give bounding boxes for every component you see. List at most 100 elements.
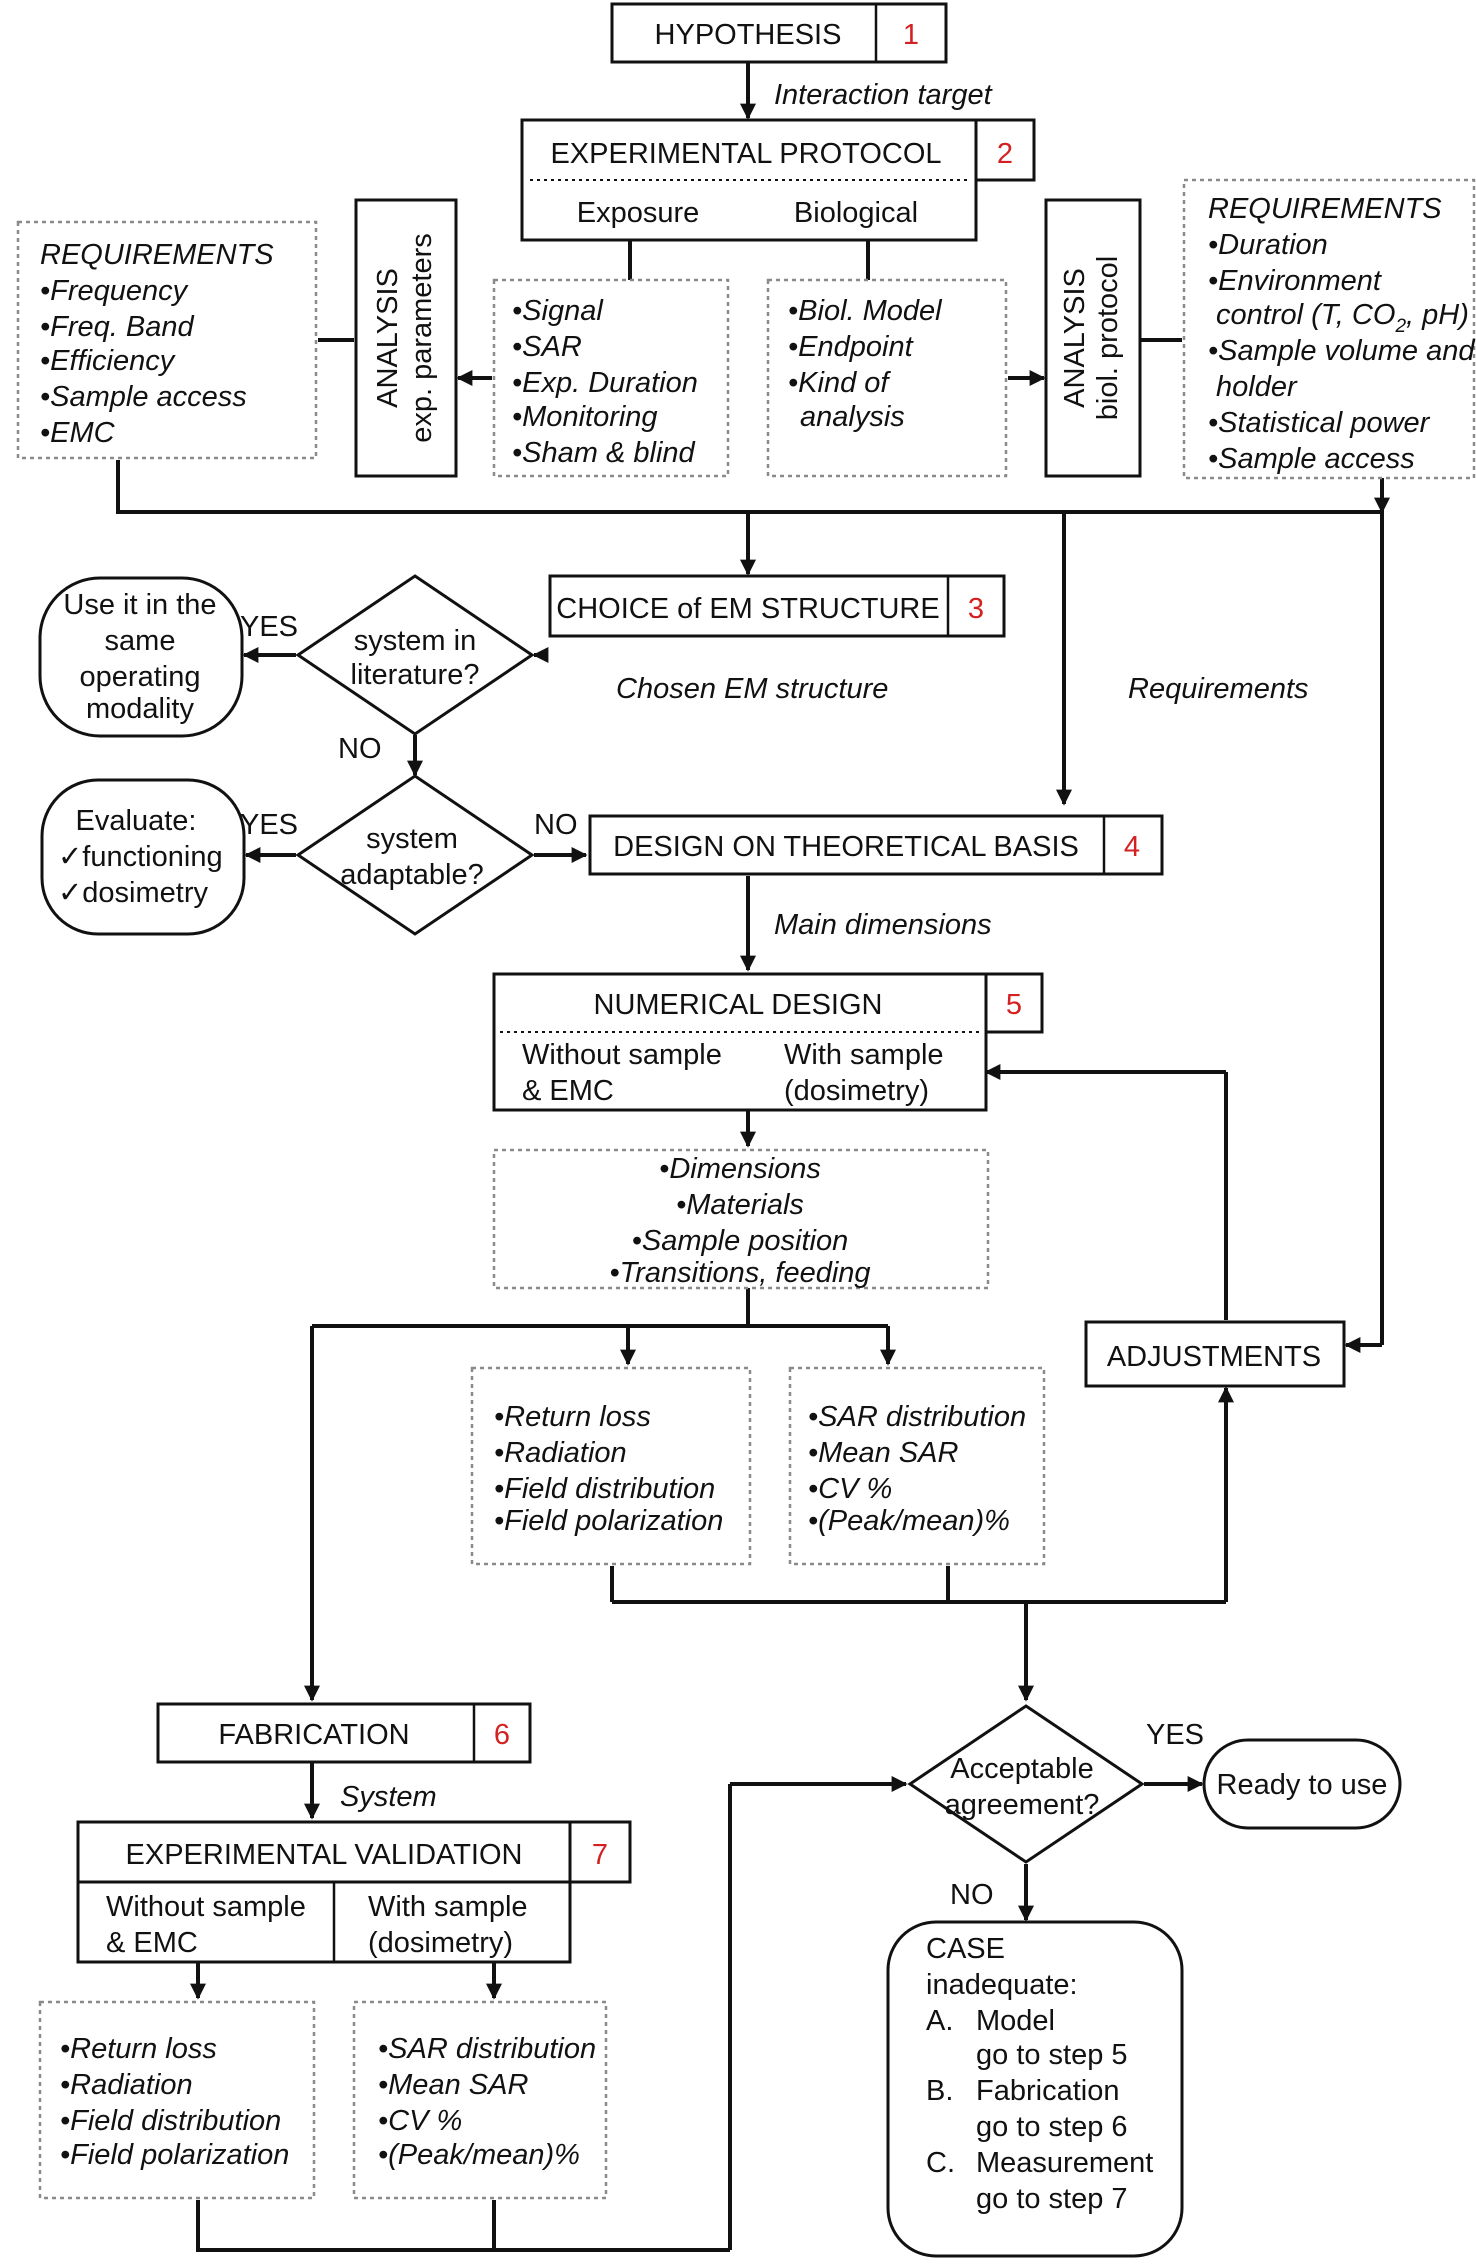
list-item: •Return loss xyxy=(494,1401,651,1433)
design-theoretical-label: DESIGN ON THEORETICAL BASIS xyxy=(613,831,1079,863)
step-2-experimental-protocol: EXPERIMENTAL PROTOCOL 2 Exposure Biologi… xyxy=(520,118,1036,242)
val-with-line1: With sample xyxy=(368,1891,528,1923)
list-item: •(Peak/mean)% xyxy=(378,2139,580,2171)
case-line: B. xyxy=(926,2075,953,2107)
yes-label: YES xyxy=(1146,1719,1204,1751)
decision-system-adaptable: system adaptable? xyxy=(295,774,535,936)
exposure-items-box: •Signal •SAR •Exp. Duration •Monitoring … xyxy=(492,278,730,478)
case-line: Fabrication xyxy=(976,2075,1119,2107)
step-number-6: 6 xyxy=(494,1719,510,1751)
main-dimensions-label: Main dimensions xyxy=(774,909,992,941)
step-number-5: 5 xyxy=(1006,989,1022,1021)
list-item: •CV % xyxy=(808,1473,892,1505)
evaluate-line: ✓functioning xyxy=(58,841,223,873)
no-label: NO xyxy=(338,733,382,765)
list-item: •Field polarization xyxy=(494,1505,723,1537)
list-item: •SAR xyxy=(512,331,582,363)
list-item: •Field distribution xyxy=(60,2105,281,2137)
with-sample-line2: (dosimetry) xyxy=(784,1075,929,1107)
analysis-biol-line2: biol. protocol xyxy=(1092,256,1124,420)
validation-sar-checks-box: •SAR distribution •Mean SAR •CV % •(Peak… xyxy=(352,2000,608,2200)
case-line: go to step 6 xyxy=(976,2111,1128,2143)
decision2-line2: adaptable? xyxy=(340,859,484,891)
no-label: NO xyxy=(534,809,578,841)
fabrication-label: FABRICATION xyxy=(218,1719,409,1751)
evaluate-terminal: Evaluate: ✓functioning ✓dosimetry xyxy=(40,778,246,936)
requirements-flow-label: Requirements xyxy=(1128,673,1309,705)
step-number-7: 7 xyxy=(592,1839,608,1871)
list-item: •Duration xyxy=(1208,229,1328,261)
list-item: •Monitoring xyxy=(512,401,658,433)
analysis-exp-line1: ANALYSIS xyxy=(372,268,404,408)
evaluate-line: ✓dosimetry xyxy=(58,877,208,909)
list-item: •Signal xyxy=(512,295,604,327)
val-with-line2: (dosimetry) xyxy=(368,1927,513,1959)
hypothesis-label: HYPOTHESIS xyxy=(655,19,842,51)
decision1-line2: literature? xyxy=(351,659,480,691)
chosen-em-structure-label: Chosen EM structure xyxy=(616,673,888,705)
list-item: analysis xyxy=(800,401,905,433)
list-item: •Sample volume and xyxy=(1208,335,1475,367)
case-line: CASE xyxy=(926,1933,1005,1965)
choice-em-label: CHOICE of EM STRUCTURE xyxy=(556,593,939,625)
numerical-em-checks-box: •Return loss •Radiation •Field distribut… xyxy=(470,1366,752,1566)
list-item: •Sham & blind xyxy=(512,437,696,469)
use-it-line: modality xyxy=(86,693,194,725)
list-item: •Exp. Duration xyxy=(512,367,698,399)
evaluate-line: Evaluate: xyxy=(76,805,197,837)
numerical-sar-checks-box: •SAR distribution •Mean SAR •CV % •(Peak… xyxy=(788,1366,1046,1566)
case-line: Measurement xyxy=(976,2147,1153,2179)
list-item: •Dimensions xyxy=(659,1153,821,1185)
list-item: •Materials xyxy=(676,1189,804,1221)
val-without-line1: Without sample xyxy=(106,1891,306,1923)
no-label: NO xyxy=(950,1879,994,1911)
decision-system-in-literature: system in literature? xyxy=(295,574,535,736)
list-item: •Frequency xyxy=(40,275,189,307)
list-item: •(Peak/mean)% xyxy=(808,1505,1010,1537)
decision-acceptable-agreement: Acceptable agreement? xyxy=(907,1704,1145,1864)
requirements-right-title: REQUIREMENTS xyxy=(1208,193,1442,225)
adjustments-box: ADJUSTMENTS xyxy=(1084,1320,1346,1388)
list-item: •Mean SAR xyxy=(378,2069,528,2101)
case-line: Model xyxy=(976,2005,1055,2037)
step-number-3: 3 xyxy=(968,593,984,625)
list-item: •Radiation xyxy=(60,2069,193,2101)
case-inadequate-box: CASE inadequate: A. Model go to step 5 B… xyxy=(886,1920,1184,2258)
biological-label: Biological xyxy=(794,197,918,229)
yes-label: YES xyxy=(240,809,298,841)
step-1-hypothesis: HYPOTHESIS 1 xyxy=(610,2,948,64)
list-item: •CV % xyxy=(378,2105,462,2137)
ready-to-use-terminal: Ready to use xyxy=(1202,1738,1402,1830)
numerical-design-label: NUMERICAL DESIGN xyxy=(594,989,883,1021)
protocol-label: EXPERIMENTAL PROTOCOL xyxy=(550,138,941,170)
list-item: control (T, CO2, pH) xyxy=(1216,299,1469,337)
step-number-1: 1 xyxy=(903,19,919,51)
list-item: •SAR distribution xyxy=(808,1401,1026,1433)
list-item: •EMC xyxy=(40,417,116,449)
step-4-design-theoretical: DESIGN ON THEORETICAL BASIS 4 xyxy=(588,814,1164,876)
list-item: •Statistical power xyxy=(1208,407,1431,439)
step-7-experimental-validation: EXPERIMENTAL VALIDATION 7 Without sample… xyxy=(76,1820,632,1964)
list-item: •Field polarization xyxy=(60,2139,289,2171)
val-without-line2: & EMC xyxy=(106,1927,198,1959)
list-item: •Field distribution xyxy=(494,1473,715,1505)
biological-items-box: •Biol. Model •Endpoint •Kind of analysis xyxy=(766,278,1008,478)
list-item: •SAR distribution xyxy=(378,2033,596,2065)
requirements-right-box: REQUIREMENTS •Duration •Environment cont… xyxy=(1182,178,1475,480)
list-item: •Sample access xyxy=(40,381,247,413)
list-item: •Sample access xyxy=(1208,443,1415,475)
case-line: go to step 5 xyxy=(976,2039,1128,2071)
list-item: •Efficiency xyxy=(40,345,176,377)
validation-label: EXPERIMENTAL VALIDATION xyxy=(126,1839,523,1871)
decision3-line1: Acceptable xyxy=(950,1753,1094,1785)
exposure-label: Exposure xyxy=(577,197,700,229)
decision3-line2: agreement? xyxy=(945,1789,1100,1821)
interaction-target-label: Interaction target xyxy=(774,79,994,111)
decision1-line1: system in xyxy=(354,625,476,657)
list-item: holder xyxy=(1216,371,1298,403)
analysis-exp-parameters-box: ANALYSIS exp. parameters xyxy=(354,198,458,478)
step-3-choice-em-structure: CHOICE of EM STRUCTURE 3 xyxy=(548,574,1006,638)
ready-label: Ready to use xyxy=(1217,1769,1388,1801)
with-sample-line1: With sample xyxy=(784,1039,944,1071)
